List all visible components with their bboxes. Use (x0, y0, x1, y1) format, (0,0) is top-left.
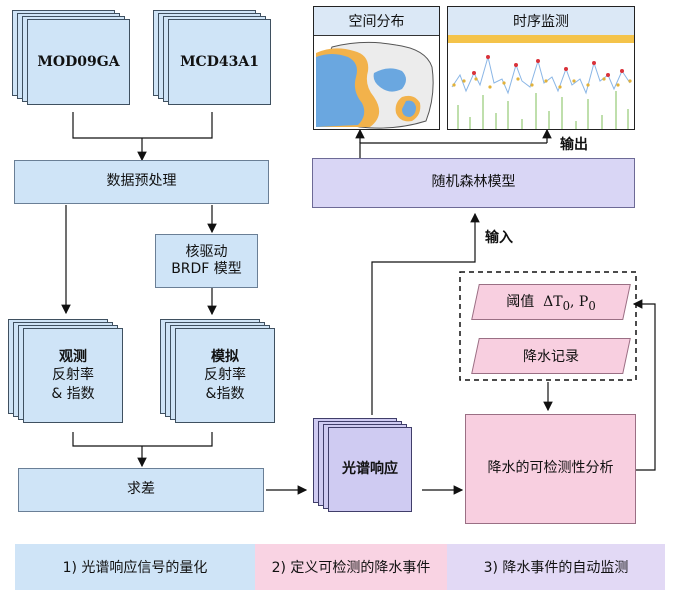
threshold-prefix: 阈值 (506, 294, 535, 311)
spatial-map-image (316, 41, 434, 129)
rain-record-label: 降水记录 (523, 349, 579, 365)
rain-record-box: 降水记录 (471, 338, 631, 374)
spectral-response-label: 光谱响应 (328, 427, 412, 512)
temporal-monitoring-panel: 时序监测 (447, 6, 635, 130)
observed-line2: 反射率 (52, 367, 94, 384)
preprocess-box: 数据预处理 (14, 160, 269, 204)
mod09ga-label: MOD09GA (27, 19, 130, 105)
simulated-line3: &指数 (205, 385, 245, 402)
kernel-line1: 核驱动 (185, 243, 228, 260)
legend-step-2: 2) 定义可检测的降水事件 (255, 544, 447, 590)
output-label: 输出 (560, 137, 588, 153)
threshold-box: 阈值 ΔT0, P0 (471, 284, 631, 320)
kernel-line2: BRDF 模型 (171, 261, 242, 277)
detectability-analysis-box: 降水的可检测性分析 (465, 414, 636, 524)
legend-step-1: 1) 光谱响应信号的量化 (15, 544, 255, 590)
random-forest-box: 随机森林模型 (312, 158, 635, 208)
brdf-model-box: 核驱动 BRDF 模型 (155, 234, 258, 288)
random-forest-label: 随机森林模型 (431, 174, 516, 191)
input-label: 输入 (485, 230, 513, 246)
preprocess-label: 数据预处理 (106, 173, 177, 190)
observed-line3: & 指数 (51, 385, 95, 402)
spatial-distribution-panel: 空间分布 (313, 6, 440, 130)
spatial-panel-title: 空间分布 (314, 7, 439, 36)
mcd43a1-label: MCD43A1 (168, 19, 271, 105)
simulated-line2: 反射率 (204, 367, 246, 384)
threshold-expression: ΔT0, P0 (543, 294, 596, 313)
detectability-analysis-label: 降水的可检测性分析 (487, 460, 614, 477)
simulated-title: 模拟 (211, 349, 239, 366)
time-series-image (448, 35, 634, 129)
legend-step-3: 3) 降水事件的自动监测 (447, 544, 665, 590)
difference-box: 求差 (18, 468, 264, 512)
difference-label: 求差 (127, 481, 155, 498)
temporal-panel-title: 时序监测 (448, 7, 634, 36)
observed-title: 观测 (59, 349, 87, 366)
